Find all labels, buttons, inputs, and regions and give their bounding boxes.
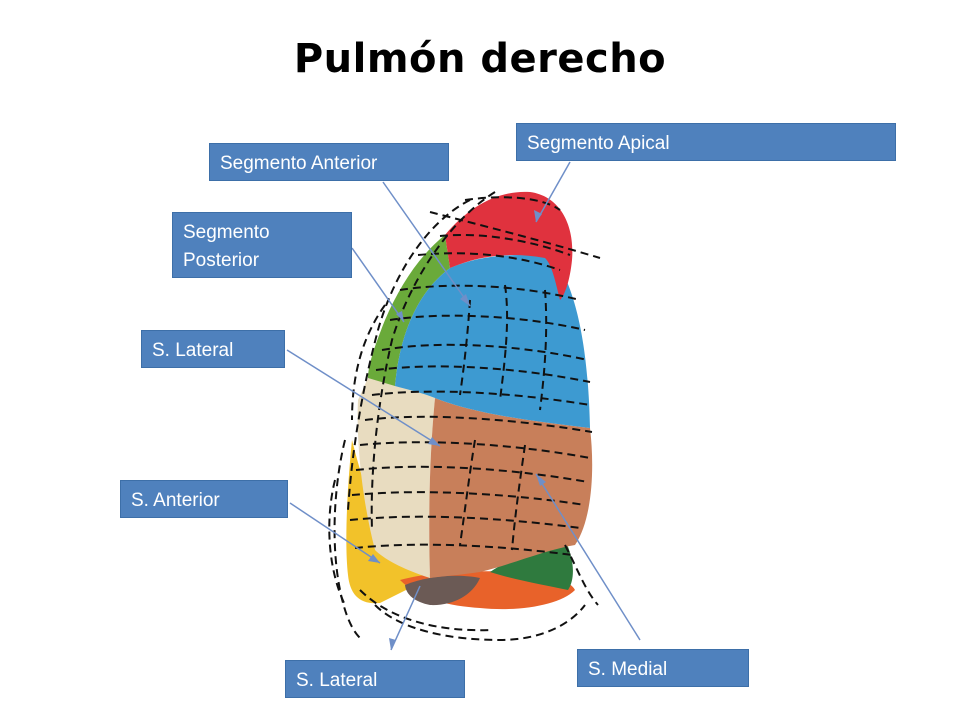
segment-apical [445, 191, 573, 300]
segment-anterior-lower [346, 440, 430, 604]
leader-arrows [286, 161, 641, 651]
label-text-line-2: Posterior [183, 250, 260, 271]
label-text: Segmento Anterior [220, 153, 378, 174]
page-title: Pulmón derecho [293, 36, 667, 82]
label-s-anterior-lower: S. Anterior [120, 480, 288, 518]
label-s-lateral-upper: S. Lateral [141, 330, 285, 368]
label-text: S. Anterior [131, 490, 220, 511]
label-text: S. Lateral [296, 670, 378, 691]
label-text-line-1: Segmento [183, 222, 270, 243]
dashed-outlines [328, 191, 601, 642]
label-segmento-posterior: Segmento Posterior [172, 212, 352, 278]
label-text: Segmento Apical [527, 133, 670, 154]
label-s-medial: S. Medial [577, 649, 749, 687]
label-text: S. Medial [588, 659, 668, 680]
label-segmento-apical: Segmento Apical [516, 123, 896, 161]
label-segmento-anterior: Segmento Anterior [209, 143, 449, 181]
segment-basal-dark [405, 575, 480, 606]
label-text: S. Lateral [152, 340, 234, 361]
label-s-lateral-lower: S. Lateral [285, 660, 465, 698]
arrow-heads [368, 210, 546, 650]
segment-anterior [395, 255, 590, 428]
